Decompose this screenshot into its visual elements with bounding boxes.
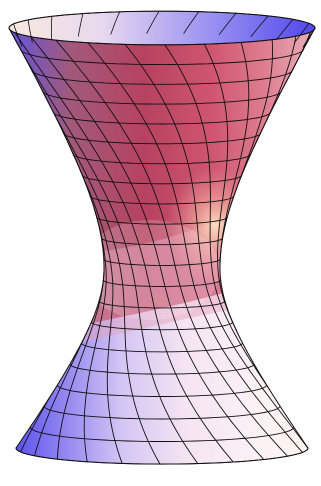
mesh-circle bbox=[43, 405, 281, 420]
mesh-ruling bbox=[34, 327, 90, 456]
mesh-ruling-inner bbox=[183, 11, 200, 34]
mesh-ruling bbox=[8, 28, 199, 464]
mesh-ruling bbox=[164, 44, 271, 391]
mesh-ruling bbox=[203, 43, 238, 333]
mesh-ruling bbox=[14, 32, 234, 463]
surface-outline bbox=[8, 10, 316, 465]
mesh-circle bbox=[103, 258, 221, 266]
mesh-circle bbox=[96, 216, 228, 225]
mesh-circle bbox=[63, 132, 261, 145]
mesh-circle bbox=[72, 153, 252, 165]
mesh-circle bbox=[19, 48, 305, 66]
mesh-ruling-inner bbox=[110, 11, 121, 35]
mesh-circle bbox=[81, 174, 243, 185]
mesh-circle bbox=[31, 69, 293, 85]
mesh-circle bbox=[102, 279, 222, 287]
mesh-ruling bbox=[83, 206, 107, 462]
mesh-ruling bbox=[55, 39, 288, 457]
mesh-ruling-inner bbox=[27, 19, 33, 43]
top-rim-outline bbox=[8, 10, 316, 29]
mesh-circle bbox=[100, 237, 224, 246]
mesh-circle bbox=[81, 342, 243, 353]
mesh-ruling-inner bbox=[293, 23, 310, 44]
mesh-ruling bbox=[56, 264, 105, 460]
mesh-circle bbox=[29, 426, 295, 442]
inner-rim-fill bbox=[9, 11, 315, 45]
mesh-ruling-inner bbox=[77, 13, 84, 37]
mesh-ruling bbox=[124, 44, 309, 449]
mesh-ruling bbox=[36, 80, 161, 465]
inner-rim-surface bbox=[9, 11, 315, 45]
mesh-ruling bbox=[67, 143, 123, 464]
mesh-circle bbox=[52, 111, 272, 125]
mesh-ruling bbox=[219, 42, 250, 270]
mesh-circle bbox=[56, 384, 268, 397]
mesh-circle bbox=[98, 300, 226, 309]
mesh-circle bbox=[90, 321, 234, 331]
mesh-ruling-inner bbox=[13, 23, 23, 47]
mesh-circle bbox=[69, 363, 255, 375]
mesh-ruling bbox=[30, 36, 265, 460]
mesh-ruling-inner bbox=[146, 10, 160, 34]
mesh-ruling bbox=[87, 42, 303, 453]
mesh-circle bbox=[89, 195, 235, 205]
mesh-ruling-inner bbox=[250, 15, 269, 38]
mesh-ruling-inner bbox=[218, 13, 237, 35]
mesh-circle bbox=[42, 90, 282, 105]
mesh-ruling-inner bbox=[275, 19, 294, 41]
